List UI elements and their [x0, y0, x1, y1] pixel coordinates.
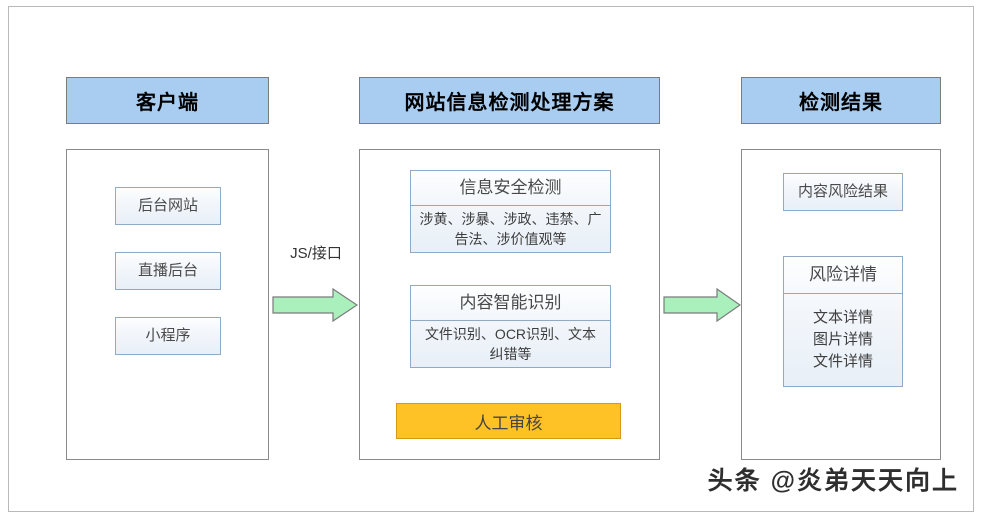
- client-card-backend-website[interactable]: 后台网站: [115, 187, 221, 225]
- column-header-client: 客户端: [66, 77, 269, 124]
- arrow-right-icon: [663, 288, 741, 322]
- risk-detail-line-text: 文本详情: [812, 309, 873, 327]
- result-card-risk-detail-body: 文本详情 图片详情 文件详情: [784, 293, 902, 386]
- diagram-canvas: 客户端 网站信息检测处理方案 检测结果 后台网站 直播后台 小程序 信息安全检测…: [8, 6, 974, 512]
- result-card-risk-detail-title: 风险详情: [809, 265, 877, 285]
- client-card-live-backend[interactable]: 直播后台: [115, 252, 221, 290]
- solution-card-info-security-body: 涉黄、涉暴、涉政、违禁、广告法、涉价值观等: [411, 205, 610, 252]
- risk-detail-line-file: 文件详情: [812, 352, 873, 370]
- client-card-live-backend-label: 直播后台: [137, 261, 198, 279]
- client-card-mini-program[interactable]: 小程序: [115, 317, 221, 355]
- column-body-client: 后台网站 直播后台 小程序: [66, 149, 269, 460]
- result-card-content-risk-label: 内容风险结果: [797, 182, 888, 200]
- solution-card-content-recognition-title: 内容智能识别: [459, 293, 562, 313]
- column-body-result: 内容风险结果 风险详情 文本详情 图片详情 文件详情: [741, 149, 941, 460]
- client-card-mini-program-label: 小程序: [145, 326, 191, 344]
- column-body-solution: 信息安全检测 涉黄、涉暴、涉政、违禁、广告法、涉价值观等 内容智能识别 文件识别…: [359, 149, 660, 460]
- column-header-result: 检测结果: [741, 77, 941, 124]
- solution-card-info-security[interactable]: 信息安全检测 涉黄、涉暴、涉政、违禁、广告法、涉价值观等: [410, 170, 611, 253]
- solution-card-info-security-title: 信息安全检测: [459, 178, 562, 198]
- solution-card-content-recognition-body: 文件识别、OCR识别、文本纠错等: [411, 320, 610, 367]
- client-card-backend-website-label: 后台网站: [137, 196, 198, 214]
- solution-card-content-recognition[interactable]: 内容智能识别 文件识别、OCR识别、文本纠错等: [410, 285, 611, 368]
- manual-review-button[interactable]: 人工审核: [396, 403, 621, 439]
- risk-detail-line-image: 图片详情: [812, 331, 873, 349]
- result-card-content-risk[interactable]: 内容风险结果: [783, 173, 903, 211]
- connector-label-js-interface: JS/接口: [290, 245, 342, 262]
- column-header-solution: 网站信息检测处理方案: [359, 77, 660, 124]
- result-card-risk-detail[interactable]: 风险详情 文本详情 图片详情 文件详情: [783, 256, 903, 387]
- watermark: 头条 @炎弟天天向上: [707, 467, 959, 495]
- arrow-right-icon: [272, 288, 358, 322]
